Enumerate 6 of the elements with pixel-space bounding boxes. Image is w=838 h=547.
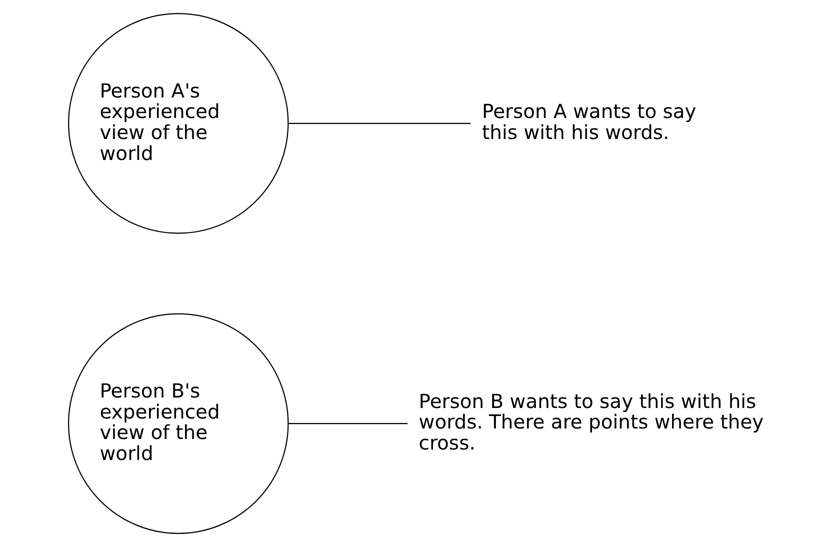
node-circle: Person B's experienced view of the world (68, 313, 288, 534)
node-text: Person A wants to say this with his words. (482, 100, 696, 144)
node-text: Person B wants to say this with his words. There are points where they cross. (418, 390, 764, 455)
connector (288, 423, 408, 424)
node-circle: Person A's experienced view of the world (68, 13, 288, 234)
connector (288, 122, 470, 124)
